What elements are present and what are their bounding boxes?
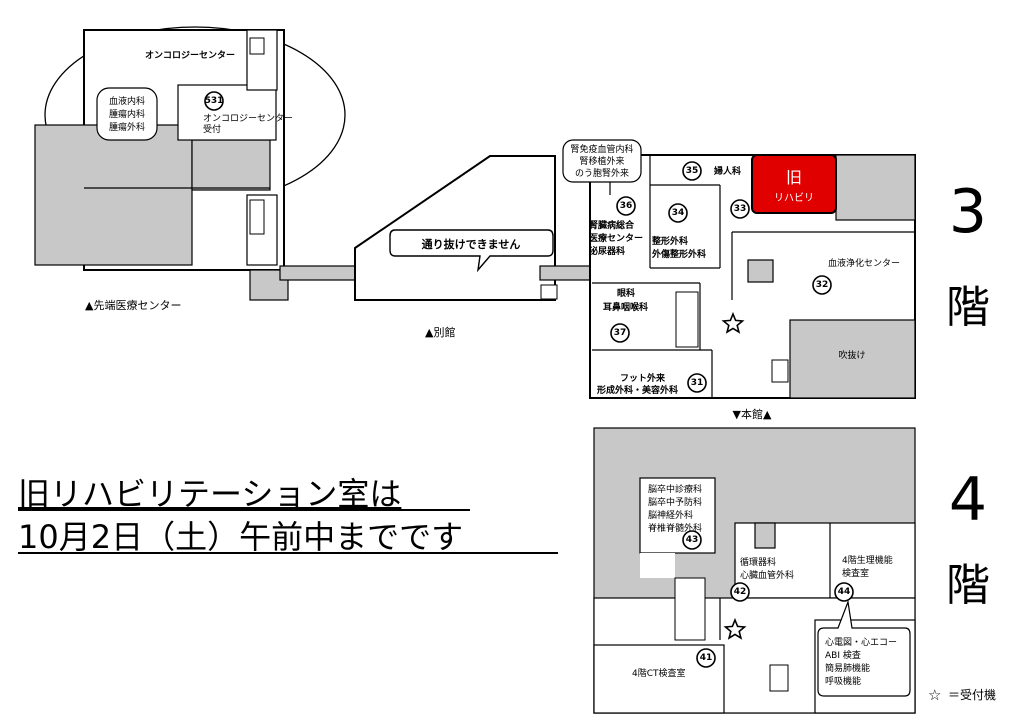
neuro-label-1: 脳卒中診療科 — [648, 483, 702, 495]
floor-3-kanji: 階 — [946, 282, 990, 333]
notice-line-1: 旧リハビリテーション室は — [18, 475, 401, 513]
kidney-callout-2: 腎移植外来 — [579, 155, 624, 167]
kidney-center-2: 医療センター — [589, 232, 643, 244]
no-passage-callout: 通り抜けできません — [389, 229, 554, 273]
ortho-label-1: 整形外科 — [651, 235, 688, 247]
svg-text:531: 531 — [205, 96, 224, 106]
svg-text:31: 31 — [691, 378, 704, 388]
oncology-reception-label-1: オンコロジーセンター — [203, 113, 293, 124]
notice-line-2: 10月2日（土）午前中までです — [18, 518, 463, 556]
svg-text:33: 33 — [734, 204, 747, 214]
reception-44: 44 — [834, 582, 854, 602]
oncology-reception-label-2: 受付 — [203, 123, 221, 135]
oncology-dept-1: 血液内科 — [109, 95, 145, 107]
legend-star-icon: ☆ — [928, 686, 941, 704]
physio-label-1: 4階生理機能 — [842, 554, 893, 566]
reception-37: 37 — [610, 323, 630, 343]
exam-4: 呼吸機能 — [825, 675, 861, 687]
svg-text:41: 41 — [700, 653, 713, 663]
reception-machine-star-icon — [723, 617, 747, 640]
ortho-label-2: 外傷整形外科 — [651, 248, 706, 260]
elevator-icon — [249, 37, 265, 55]
svg-text:37: 37 — [614, 328, 627, 338]
elevator-icon — [540, 284, 558, 300]
cardio-label-2: 心臓血管外科 — [740, 569, 794, 581]
svg-text:35: 35 — [686, 166, 699, 176]
floor-4-kanji: 階 — [946, 560, 990, 611]
ent-label: 耳鼻咽喉科 — [603, 301, 648, 313]
reception-31: 31 — [687, 373, 707, 393]
no-passage-text: 通り抜けできません — [422, 237, 521, 251]
advanced-center-label: ▲先端医療センター — [85, 298, 181, 312]
reception-43: 43 — [682, 530, 702, 550]
exam-callout: 心電図・心エコー ABI 検査 簡易肺機能 呼吸機能 — [817, 599, 911, 697]
kidney-callout-3: のう胞腎外来 — [575, 167, 629, 179]
kidney-callout: 腎免疫血管内科 腎移植外来 のう胞腎外来 — [562, 139, 642, 183]
svg-text:32: 32 — [816, 280, 829, 290]
exam-1: 心電図・心エコー — [825, 637, 897, 648]
old-rehab-label-2: リハビリ — [774, 192, 814, 204]
reception-41: 41 — [696, 648, 716, 668]
blood-purification-label: 血液浄化センター — [828, 257, 900, 269]
physio-label-2: 検査室 — [842, 567, 869, 579]
svg-text:42: 42 — [734, 587, 747, 597]
atrium-label: 吹抜け — [838, 349, 865, 361]
svg-text:43: 43 — [686, 535, 699, 545]
foot-clinic-label: フット外来 — [620, 372, 666, 384]
old-rehab-label-1: 旧 — [786, 168, 802, 187]
exam-3: 簡易肺機能 — [825, 662, 870, 674]
kidney-center-1: 腎臓病総合 — [589, 219, 635, 231]
annex-label: ▲別館 — [425, 325, 455, 339]
reception-machine-star-icon — [721, 311, 745, 334]
oncology-callout: 血液内科 腫瘍内科 腫瘍外科 — [96, 87, 158, 141]
oncology-dept-3: 腫瘍外科 — [109, 121, 145, 133]
floor-3-number: 3 — [949, 177, 987, 247]
kidney-center-3: 泌尿器科 — [589, 245, 625, 257]
old-rehab-room: 旧 リハビリ — [751, 154, 837, 214]
oncology-center-label: オンコロジーセンター — [145, 49, 235, 61]
elevator-icon — [769, 664, 789, 692]
annex-building — [279, 155, 591, 301]
ct-room-label: 4階CT検査室 — [632, 667, 686, 679]
reception-36: 36 — [616, 196, 636, 216]
elevator-icon — [771, 359, 789, 383]
plastic-surgery-label: 形成外科・美容外科 — [597, 384, 678, 396]
eye-label: 眼科 — [617, 287, 635, 299]
restroom-icon — [249, 199, 265, 235]
svg-text:34: 34 — [672, 208, 685, 218]
kidney-callout-1: 腎免疫血管内科 — [570, 143, 633, 155]
reception-42: 42 — [730, 582, 750, 602]
svg-text:44: 44 — [838, 587, 851, 597]
advanced-medical-center — [34, 26, 346, 301]
reception-34: 34 — [668, 203, 688, 223]
reception-32: 32 — [812, 275, 832, 295]
neuro-label-2: 脳卒中予防科 — [648, 496, 702, 508]
oncology-dept-2: 腫瘍内科 — [109, 108, 145, 120]
svg-text:36: 36 — [620, 201, 633, 211]
main-building-label: ▼本館▲ — [733, 407, 772, 421]
reception-531: 531 — [204, 91, 224, 111]
reception-35: 35 — [682, 161, 702, 181]
floor-4-number: 4 — [949, 465, 987, 535]
exam-2: ABI 検査 — [825, 649, 861, 661]
legend-text: ＝受付機 — [948, 687, 996, 702]
gynecology-label: 婦人科 — [713, 165, 741, 177]
cardio-label-1: 循環器科 — [740, 556, 776, 568]
reception-33: 33 — [730, 199, 750, 219]
neuro-label-3: 脳神経外科 — [648, 509, 693, 521]
